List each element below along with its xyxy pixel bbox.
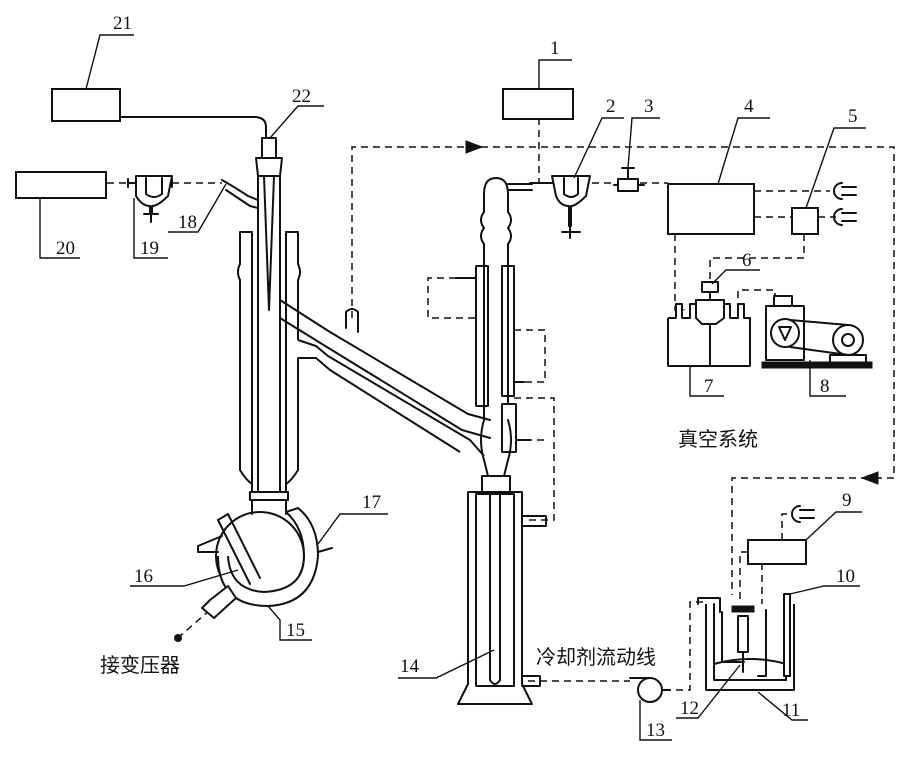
box-1 [502,88,574,120]
box-5 [791,207,819,235]
label-1: 1 [550,38,560,59]
label-22: 22 [292,86,311,107]
label-20: 20 [56,238,75,259]
box-20 [15,171,107,199]
label-18: 18 [178,212,197,233]
label-7: 7 [704,376,714,397]
label-4: 4 [744,96,754,117]
label-14: 14 [400,656,420,677]
valve-6 [701,281,719,301]
number-labels: 21 22 1 2 3 4 5 6 7 8 9 10 11 12 13 14 1… [56,13,858,741]
dashed-lines [107,118,895,691]
plug-icon [791,505,815,523]
flow-arrow-right [860,471,879,485]
box-9 [747,539,807,565]
label-13: 13 [646,720,665,741]
caption-vacuum-system: 真空系统 [678,427,758,451]
box-21 [51,88,121,122]
dewar-7 [667,299,751,367]
circulation-pump-13 [629,677,671,703]
cold-trap-2 [529,175,591,239]
label-6: 6 [742,250,752,271]
label-12: 12 [680,698,699,719]
label-11: 11 [782,700,800,721]
caption-coolant-flow-line: 冷却剂流动线 [536,645,656,669]
plug-icon [833,208,857,226]
label-5: 5 [848,106,858,127]
vacuum-pump-8 [761,295,873,369]
cold-trap-19 [127,175,173,223]
plug-icon [833,182,857,200]
label-19: 19 [140,238,159,259]
label-16: 16 [134,566,153,587]
label-9: 9 [842,490,852,511]
label-3: 3 [644,96,654,117]
caption-to-transformer: 接变压器 [100,653,180,677]
label-2: 2 [606,96,616,117]
label-15: 15 [286,620,305,641]
flow-arrow-top [465,140,484,154]
label-10: 10 [836,566,855,587]
cold-bath-11 [697,593,795,691]
cable-22 [119,116,267,139]
terminal-dot [174,634,182,642]
valve-3 [613,167,645,192]
label-8: 8 [820,376,830,397]
right-column [455,177,547,705]
left-still [197,137,491,619]
leader-lines [39,34,866,741]
box-4 [667,183,755,235]
label-17: 17 [362,492,381,513]
label-21: 21 [113,13,132,34]
